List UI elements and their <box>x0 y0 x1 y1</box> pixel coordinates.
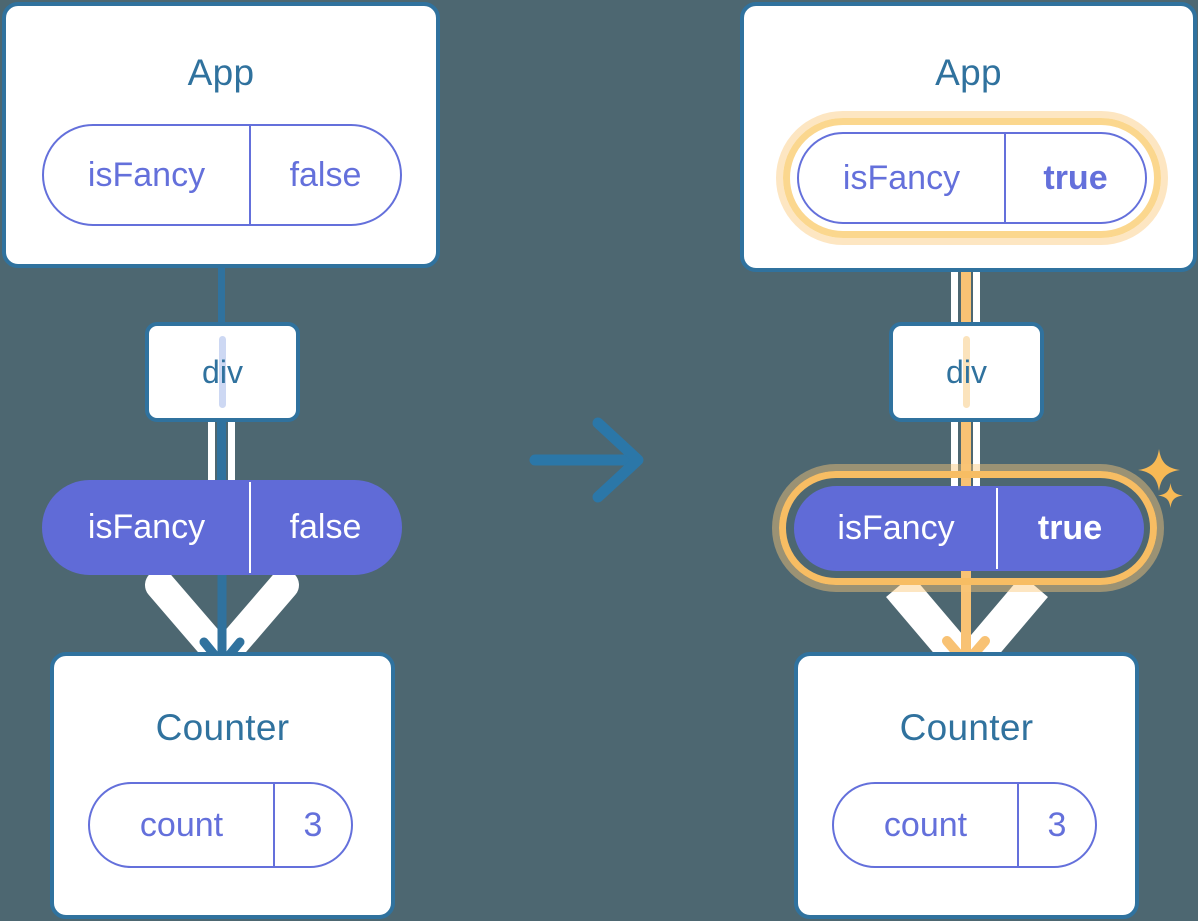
counter-state-pill-value: 3 <box>1047 805 1067 844</box>
counter-state-pill-value: 3 <box>303 805 323 844</box>
counter-state-pill[interactable]: count 3 <box>88 782 353 868</box>
div-node-label: div <box>202 353 243 390</box>
props-pill-key-cell: isFancy <box>796 488 996 569</box>
panel-before: App isFancy false div isFancy fa <box>2 2 440 919</box>
counter-state-pill-key: count <box>139 805 224 844</box>
app-state-pill[interactable]: isFancy true <box>797 132 1147 224</box>
div-inner-connector <box>963 336 970 408</box>
panel-after: App isFancy true div <box>599 0 1198 921</box>
props-pill-value: false <box>289 508 362 546</box>
connector-div-to-props-white-right-r <box>973 418 980 490</box>
sparkle-icon-props-large <box>1138 449 1180 491</box>
div-node-box: div <box>145 322 300 422</box>
div-inner-connector <box>219 336 226 408</box>
props-pill-key-cell: isFancy <box>44 482 249 573</box>
app-state-pill-highlight-ring <box>783 118 1161 238</box>
counter-state-pill-value-cell: 3 <box>273 784 351 866</box>
app-state-pill-value: false <box>289 155 362 194</box>
props-pill-key: isFancy <box>837 509 955 547</box>
counter-state-pill-key-cell: count <box>834 784 1017 866</box>
app-state-pill-key-cell: isFancy <box>44 126 249 224</box>
counter-state-pill-key-cell: count <box>90 784 273 866</box>
connector-div-to-props-r <box>961 418 971 490</box>
props-pill[interactable]: isFancy true <box>794 486 1144 571</box>
app-state-pill-value: true <box>1043 158 1108 197</box>
props-pill-value-cell: true <box>996 488 1142 569</box>
div-node-box: div <box>889 322 1044 422</box>
app-state-pill[interactable]: isFancy false <box>42 124 402 226</box>
app-state-pill-value-cell: false <box>249 126 400 224</box>
props-pill[interactable]: isFancy false <box>42 480 402 575</box>
sparkle-icon-props-small <box>1158 483 1183 508</box>
connector-div-to-props-white-left-r <box>951 418 958 490</box>
props-pill-value: true <box>1037 509 1103 547</box>
connector-div-to-props <box>217 418 226 486</box>
div-node-label: div <box>946 353 987 390</box>
app-title: App <box>935 52 1002 93</box>
app-state-pill-value-cell: true <box>1004 134 1145 222</box>
connector-div-to-props-white-left <box>208 418 215 486</box>
app-state-pill-key: isFancy <box>842 158 961 197</box>
counter-state-pill[interactable]: count 3 <box>832 782 1097 868</box>
app-state-pill-key-cell: isFancy <box>799 134 1004 222</box>
counter-title: Counter <box>155 707 290 748</box>
counter-title: Counter <box>899 707 1034 748</box>
props-pill-value-cell: false <box>249 482 400 573</box>
app-title: App <box>187 52 255 93</box>
counter-state-pill-value-cell: 3 <box>1017 784 1095 866</box>
counter-state-pill-key: count <box>883 805 968 844</box>
transition-arrow-right-icon <box>529 417 644 503</box>
props-pill-highlight-ring <box>779 471 1157 585</box>
props-pill-key: isFancy <box>87 508 206 546</box>
app-state-pill-key: isFancy <box>87 155 206 194</box>
connector-div-to-props-white-right <box>228 418 235 486</box>
